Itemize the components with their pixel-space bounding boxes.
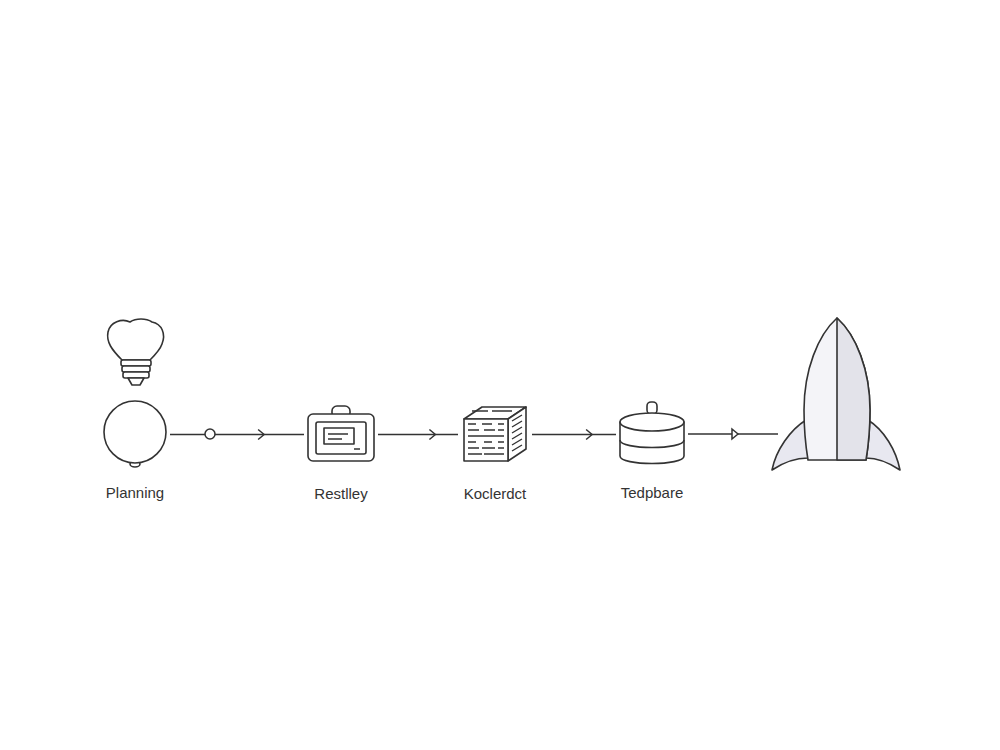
process-node: Restlley	[304, 405, 378, 463]
flow-connector-group	[532, 430, 616, 440]
joint-dot	[205, 429, 215, 439]
node-icon	[616, 400, 688, 466]
flow-connector	[532, 434, 616, 436]
arrow-head	[586, 430, 592, 440]
node-icon	[100, 400, 170, 466]
process-node: Tedpbare	[616, 400, 688, 466]
node-label: Restlley	[314, 485, 367, 502]
node-label: Tedpbare	[621, 484, 684, 501]
node-label: Planning	[106, 484, 164, 501]
flow-connector	[378, 434, 458, 436]
node-label: Koclerdct	[464, 485, 527, 502]
flow-connector-group	[170, 430, 304, 440]
process-node: Koclerdct	[458, 405, 532, 463]
arrow-head	[258, 430, 264, 440]
flow-connector-group	[378, 430, 458, 440]
flow-connector	[170, 434, 304, 436]
launch-line	[688, 429, 778, 439]
rocket-icon	[772, 318, 900, 470]
arrow-head	[429, 430, 435, 440]
lightbulb-icon	[108, 319, 164, 385]
process-node: Planning	[100, 400, 170, 466]
node-icon	[304, 405, 378, 463]
node-icon	[458, 405, 532, 463]
